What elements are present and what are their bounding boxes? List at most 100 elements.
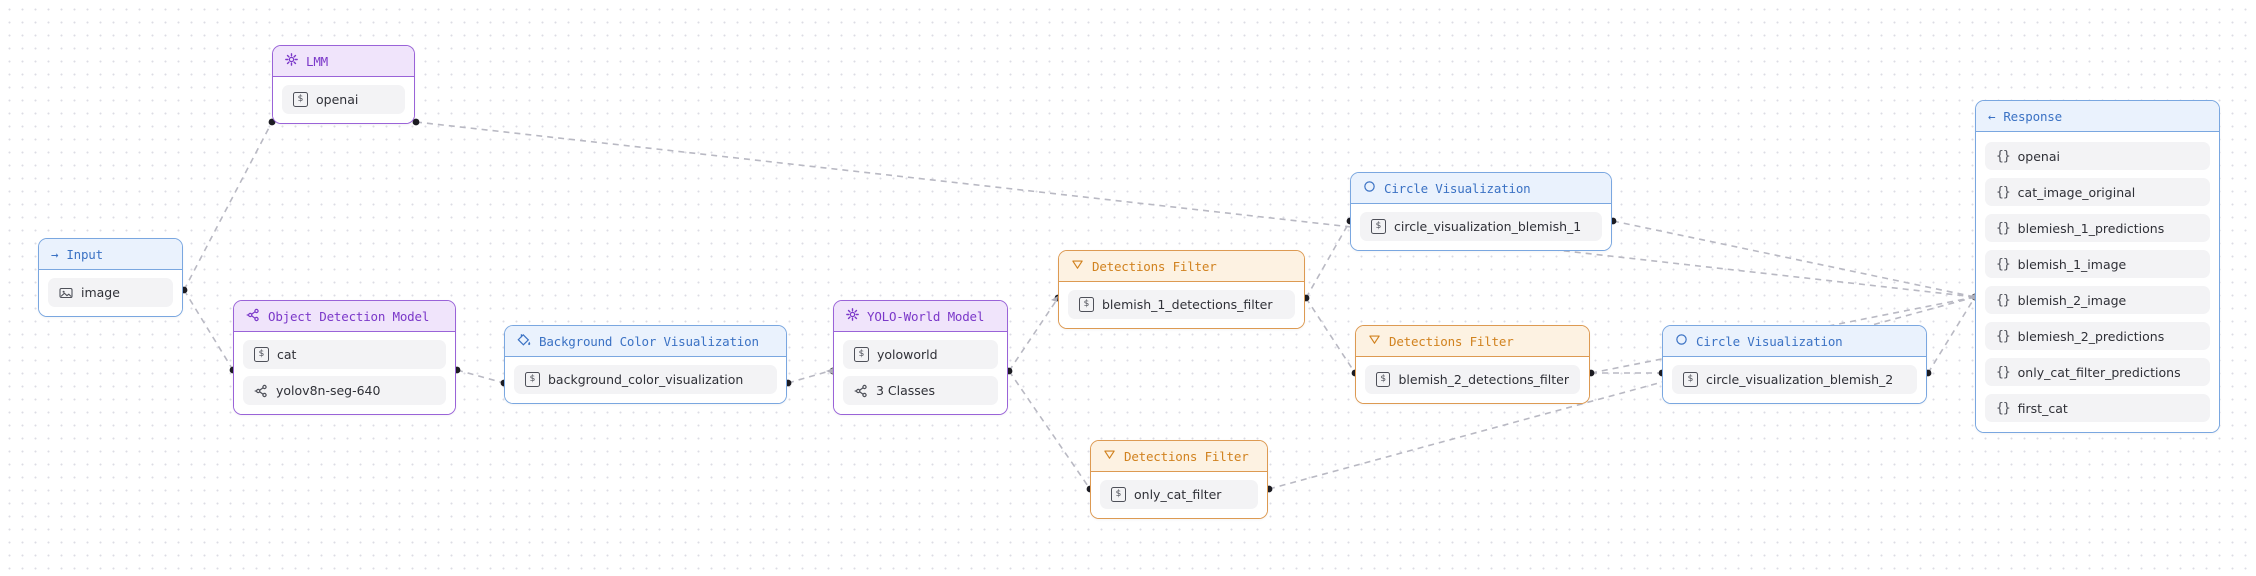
object-braces-icon: {} — [1996, 148, 2011, 164]
field-circle-visualization-blemish-1[interactable]: $ circle_visualization_blemish_1 — [1360, 212, 1602, 241]
field-image[interactable]: image — [48, 278, 173, 307]
node-response-body: {} openai {} cat_image_original {} blemi… — [1976, 132, 2219, 432]
node-object-detection-model-body: $ cat yolov8n-seg-640 — [234, 332, 455, 414]
node-response-title: Response — [2003, 108, 2062, 124]
funnel-icon — [1071, 258, 1084, 274]
node-circle-visualization-2-body: $ circle_visualization_blemish_2 — [1663, 357, 1926, 403]
circle-icon — [1675, 333, 1688, 349]
variable-icon: $ — [1683, 372, 1698, 387]
node-detections-filter-1-body: $ blemish_1_detections_filter — [1059, 282, 1304, 328]
model-node-icon — [254, 384, 268, 398]
edge-input-to-lmm — [183, 121, 273, 291]
field-blemish-2-detections-filter[interactable]: $ blemish_2_detections_filter — [1365, 365, 1580, 394]
object-braces-icon: {} — [1996, 184, 2011, 200]
node-detections-filter-2-header: Detections Filter — [1356, 326, 1589, 357]
node-circle-visualization-1-body: $ circle_visualization_blemish_1 — [1351, 204, 1611, 250]
funnel-icon — [1368, 333, 1381, 349]
node-detections-filter-2[interactable]: Detections Filter $ blemish_2_detections… — [1355, 325, 1590, 404]
field-yoloworld-label: yoloworld — [877, 347, 938, 362]
node-circle-visualization-1-title: Circle Visualization — [1384, 180, 1531, 196]
field-yolov8n-seg-640[interactable]: yolov8n-seg-640 — [243, 376, 446, 405]
edge-input-to-object-detection-model — [183, 289, 234, 371]
variable-icon: $ — [1376, 372, 1391, 387]
field-cat[interactable]: $ cat — [243, 340, 446, 369]
field-blemish-1-detections-filter[interactable]: $ blemish_1_detections_filter — [1068, 290, 1295, 319]
model-node-icon — [854, 384, 868, 398]
response-item-blemish-2-image-label: blemish_2_image — [2017, 292, 2127, 308]
node-lmm[interactable]: LMM $ openai — [272, 45, 415, 124]
field-3-classes-label: 3 Classes — [876, 383, 936, 398]
node-yolo-world-model-body: $ yoloworld 3 Classes — [834, 332, 1007, 414]
variable-icon: $ — [293, 92, 308, 107]
node-circle-visualization-2-title: Circle Visualization — [1696, 333, 1843, 349]
model-node-icon — [246, 308, 260, 325]
response-item-first-cat[interactable]: {} first_cat — [1985, 394, 2210, 422]
node-circle-visualization-1-header: Circle Visualization — [1351, 173, 1611, 204]
field-yolov8n-seg-640-label: yolov8n-seg-640 — [276, 383, 381, 398]
paint-bucket-icon — [517, 333, 531, 350]
node-background-color-visualization[interactable]: Background Color Visualization $ backgro… — [504, 325, 787, 404]
node-detections-filter-1[interactable]: Detections Filter $ blemish_1_detections… — [1058, 250, 1305, 329]
node-detections-filter-2-body: $ blemish_2_detections_filter — [1356, 357, 1589, 403]
response-item-openai[interactable]: {} openai — [1985, 142, 2210, 170]
node-lmm-header: LMM — [273, 46, 414, 77]
field-background-color-visualization-label: background_color_visualization — [548, 372, 744, 387]
response-item-blemiesh-1-predictions[interactable]: {} blemiesh_1_predictions — [1985, 214, 2210, 242]
field-only-cat-filter[interactable]: $ only_cat_filter — [1100, 480, 1258, 509]
response-item-blemiesh-2-predictions[interactable]: {} blemiesh_2_predictions — [1985, 322, 2210, 350]
gear-icon — [846, 308, 859, 324]
node-circle-visualization-2-header: Circle Visualization — [1663, 326, 1926, 357]
node-detections-filter-3-body: $ only_cat_filter — [1091, 472, 1267, 518]
arrow-right-icon: → — [51, 246, 59, 262]
gear-icon — [285, 53, 298, 69]
field-yoloworld[interactable]: $ yoloworld — [843, 340, 998, 369]
node-circle-visualization-2[interactable]: Circle Visualization $ circle_visualizat… — [1662, 325, 1927, 404]
response-item-cat-image-original[interactable]: {} cat_image_original — [1985, 178, 2210, 206]
field-circle-visualization-blemish-2[interactable]: $ circle_visualization_blemish_2 — [1672, 365, 1917, 394]
object-braces-icon: {} — [1996, 292, 2011, 308]
response-item-only-cat-filter-predictions-label: only_cat_filter_predictions — [2017, 364, 2181, 380]
variable-icon: $ — [1111, 487, 1126, 502]
field-blemish-1-detections-filter-label: blemish_1_detections_filter — [1102, 297, 1273, 312]
node-background-color-visualization-title: Background Color Visualization — [539, 333, 759, 349]
variable-icon: $ — [525, 372, 540, 387]
node-input[interactable]: → Input image — [38, 238, 183, 317]
response-item-blemish-1-image[interactable]: {} blemish_1_image — [1985, 250, 2210, 278]
node-detections-filter-3[interactable]: Detections Filter $ only_cat_filter — [1090, 440, 1268, 519]
edge-circleviz2-to-response — [1927, 296, 1976, 374]
field-background-color-visualization[interactable]: $ background_color_visualization — [514, 365, 777, 394]
node-yolo-world-model-title: YOLO-World Model — [867, 308, 985, 324]
response-item-first-cat-label: first_cat — [2017, 400, 2068, 416]
node-lmm-title: LMM — [306, 53, 328, 69]
node-detections-filter-3-header: Detections Filter — [1091, 441, 1267, 472]
node-object-detection-model[interactable]: Object Detection Model $ cat — [233, 300, 456, 415]
node-object-detection-model-header: Object Detection Model — [234, 301, 455, 332]
node-input-title: Input — [66, 246, 103, 262]
arrow-left-icon: ← — [1988, 108, 1996, 124]
object-braces-icon: {} — [1996, 400, 2011, 416]
response-item-blemiesh-1-predictions-label: blemiesh_1_predictions — [2017, 220, 2165, 236]
response-item-blemish-2-image[interactable]: {} blemish_2_image — [1985, 286, 2210, 314]
variable-icon: $ — [1079, 297, 1094, 312]
field-3-classes[interactable]: 3 Classes — [843, 376, 998, 405]
node-detections-filter-1-title: Detections Filter — [1092, 258, 1217, 274]
node-circle-visualization-1[interactable]: Circle Visualization $ circle_visualizat… — [1350, 172, 1612, 251]
object-braces-icon: {} — [1996, 328, 2011, 344]
arrowhead-filter1-in — [1051, 296, 1058, 302]
node-yolo-world-model-header: YOLO-World Model — [834, 301, 1007, 332]
edge-objdet-to-bgcolor — [456, 369, 505, 384]
edge-yoloworld-to-filter3 — [1008, 370, 1091, 490]
field-blemish-2-detections-filter-label: blemish_2_detections_filter — [1398, 372, 1569, 387]
arrowhead-response-in — [1968, 294, 1975, 300]
response-item-only-cat-filter-predictions[interactable]: {} only_cat_filter_predictions — [1985, 358, 2210, 386]
object-braces-icon: {} — [1996, 256, 2011, 272]
node-response[interactable]: ← Response {} openai {} cat_image_origin… — [1975, 100, 2220, 433]
field-openai[interactable]: $ openai — [282, 85, 405, 114]
field-cat-label: cat — [277, 347, 297, 362]
response-item-blemiesh-2-predictions-label: blemiesh_2_predictions — [2017, 328, 2165, 344]
node-background-color-visualization-header: Background Color Visualization — [505, 326, 786, 357]
node-yolo-world-model[interactable]: YOLO-World Model $ yoloworld — [833, 300, 1008, 415]
response-item-openai-label: openai — [2017, 148, 2060, 164]
edge-filter1-to-filter2 — [1305, 297, 1356, 374]
